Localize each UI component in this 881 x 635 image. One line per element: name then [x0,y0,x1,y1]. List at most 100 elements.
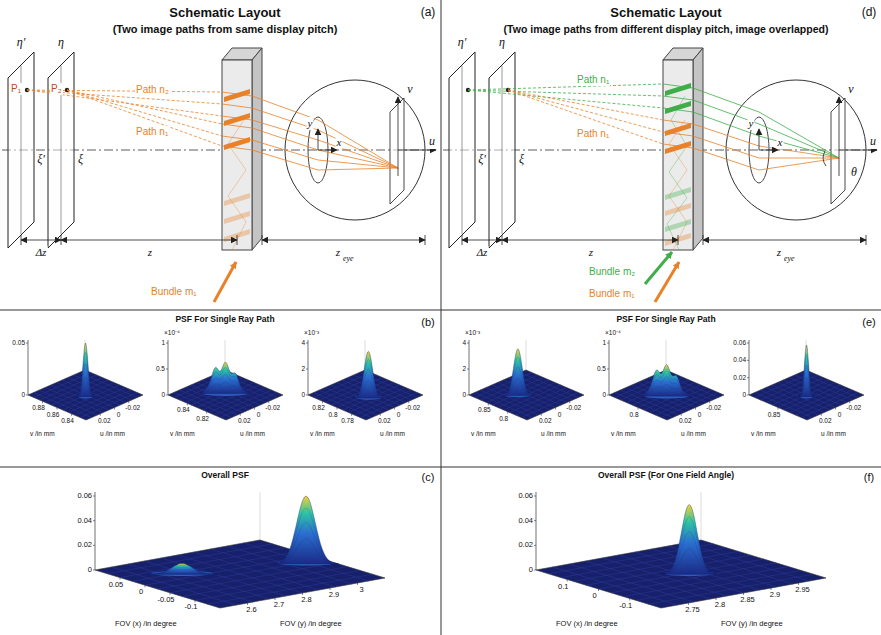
tick-label: 3 [359,586,363,595]
tick-mark [607,369,609,370]
tick-mark [357,583,358,585]
psf-plot [95,492,385,608]
tick-label: 0 [397,411,401,418]
dimension-label: Δz [476,246,489,259]
display-plane [449,52,475,248]
psf-peak [353,351,383,398]
axis-label: FOV (y) /in degree [721,620,783,629]
tick-label: 0 [301,391,305,398]
tick-label: 0 [117,411,121,418]
tick-label: -0.02 [405,404,420,411]
psf-plot [308,340,423,420]
dimension-tick [237,235,238,245]
retina-plane [390,98,404,204]
peak-mesh [200,367,250,394]
angle-arc [823,151,826,166]
tick-mark [534,520,536,521]
panel-divider [0,310,881,311]
tick-mark [798,583,799,585]
axis-arrow [318,150,337,151]
axis-label: FOV (x) /in degree [115,620,177,629]
panel-divider [441,0,442,635]
axis-label: u /in mm [821,430,846,437]
tick-label: 0 [462,391,466,398]
peak-mesh [662,549,717,575]
axis-label: v /in mm [30,430,55,437]
tick-mark [743,593,744,595]
tick-mark [247,603,248,605]
path-label: Path n₁ [135,126,169,138]
tick-mark [170,593,171,595]
tick-mark [93,545,95,546]
tick-label: 0 [558,411,562,418]
panel-title: Schematic Layout [610,6,721,21]
path-label: Path n₁ [576,128,610,140]
tick-mark [306,343,308,344]
coordinate-symbol: u [428,135,436,149]
tick-label: 0.06 [518,492,533,501]
tick-label: 0.84 [61,417,74,424]
tick-mark [709,401,710,403]
tick-mark [120,578,121,580]
tick-label: 0.02 [819,417,832,424]
ray-path [508,90,663,132]
peak-mesh [274,522,339,564]
axis-label: u /in mm [380,430,405,437]
psf-plot [536,492,826,608]
z-axis [469,340,470,395]
panel-divider [0,467,881,468]
plot-ticks [534,496,799,605]
axis-arrow [318,129,319,150]
axis-arrow [398,97,399,176]
dimension-line [502,240,678,241]
ray-path [222,116,398,168]
tick-label: 2.95 [795,586,810,595]
grating [665,101,691,114]
psf-peak [274,496,339,564]
tick-label: 0.5 [156,365,165,372]
path-label: Path n₁ [576,74,610,86]
tick-mark [598,589,599,591]
back-edge [526,340,527,370]
tick-label: 0.1 [558,583,568,592]
tick-label: 0.85 [768,411,781,418]
panel-letter: (f) [864,471,874,484]
peak-mesh [662,517,717,575]
tick-label: 2.85 [740,596,755,605]
tick-label: 0 [161,391,165,398]
panel-letter: (b) [421,316,434,329]
waveguide-side [252,48,262,250]
tick-label: 0 [88,566,92,575]
ray-path [663,144,839,170]
z-axis [28,340,29,395]
tick-label: 0.82 [196,415,209,422]
ray-path [468,90,663,108]
tick-mark [555,408,556,410]
tick-mark [114,408,115,410]
tick-label: 0.04 [733,357,746,364]
dimension-tick [703,235,704,245]
peak-mesh [799,354,814,397]
tick-mark [467,395,469,396]
peak-mesh [662,532,717,575]
tick-mark [541,414,542,416]
peak-mesh [353,369,383,398]
waveguide [222,60,252,250]
psf-peak [503,349,533,396]
axis-label: v /in mm [310,430,335,437]
coordinate-symbol: η' [457,36,468,50]
axis-arrow [839,97,840,176]
grating [224,193,250,206]
tick-mark [629,599,630,601]
tick-mark [268,401,269,403]
tick-label: 4 [462,339,466,346]
tick-label: 2.9 [329,591,339,600]
grid-line [636,570,801,600]
z-axis [308,340,309,395]
plane-axis [462,66,463,234]
peak-mesh [77,352,95,397]
tick-mark [778,408,779,410]
coordinate-symbol: ξ' [36,153,46,167]
tick-label: 2.6 [246,606,256,615]
